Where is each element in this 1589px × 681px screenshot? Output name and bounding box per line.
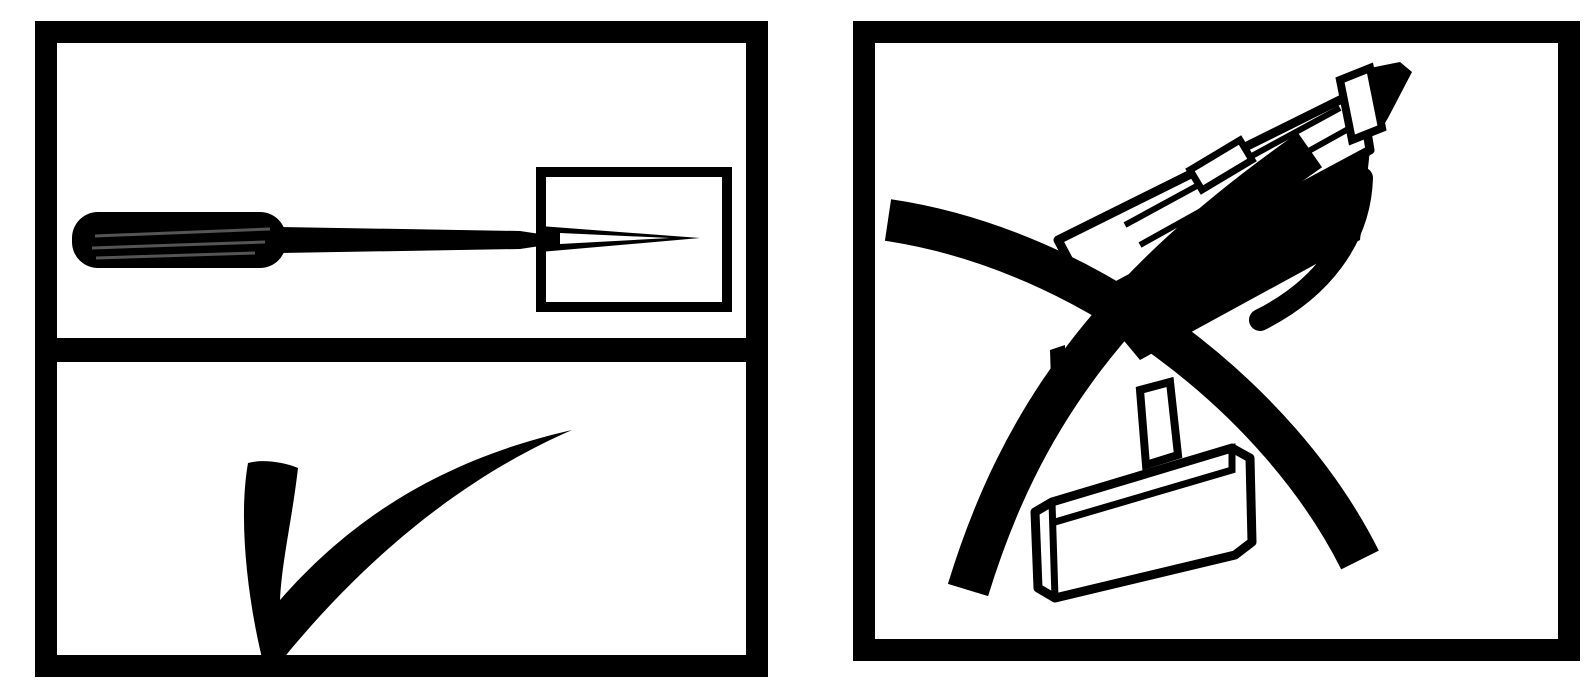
screwdriver-icon — [72, 212, 700, 268]
panel-divider — [46, 338, 757, 362]
incorrect-use-illustration — [840, 0, 1589, 681]
checkmark-icon — [244, 430, 572, 660]
incorrect-use-panel — [840, 0, 1589, 681]
correct-use-illustration — [0, 0, 800, 681]
correct-use-panel — [0, 0, 800, 681]
